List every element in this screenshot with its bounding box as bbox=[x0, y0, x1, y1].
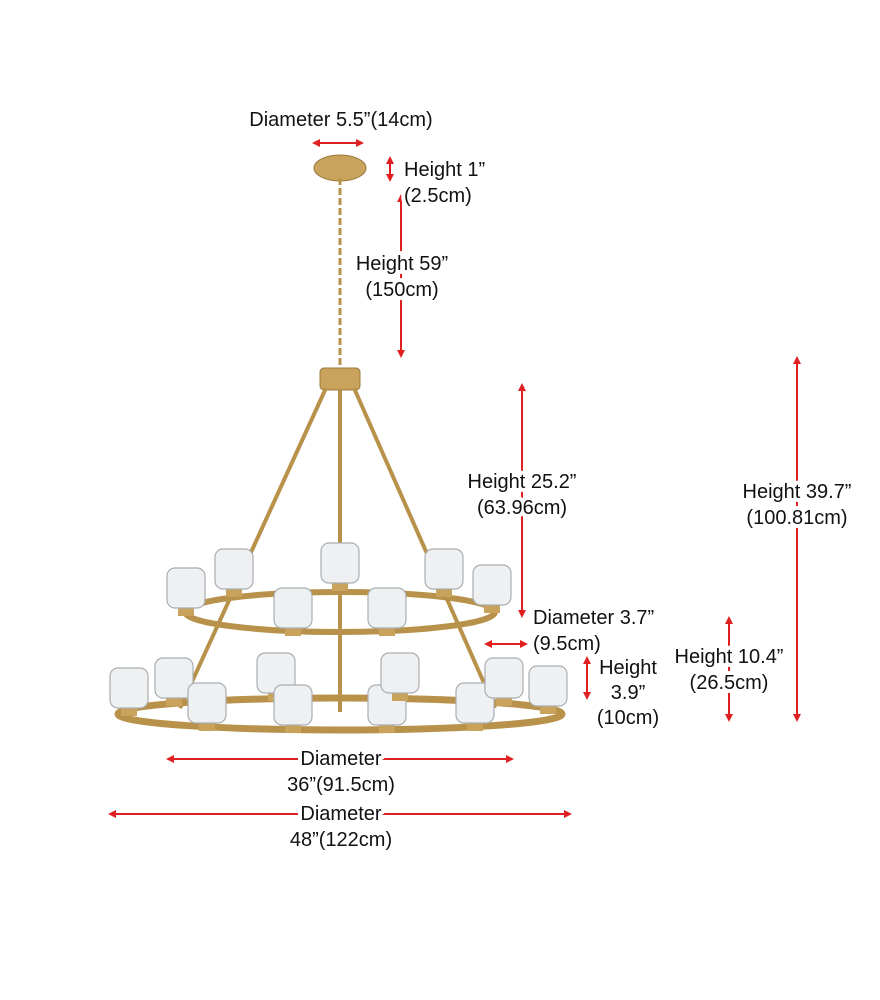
body-height-metric: (63.96cm) bbox=[477, 497, 567, 519]
total-height-metric: (100.81cm) bbox=[746, 507, 847, 529]
total-height-label: Height 39.7” bbox=[743, 481, 852, 503]
shade-cup bbox=[392, 691, 408, 701]
glass-shade bbox=[320, 542, 360, 584]
shade-cup bbox=[285, 626, 301, 636]
canopy-height-metric: (2.5cm) bbox=[404, 185, 472, 207]
glass-shade bbox=[109, 667, 149, 709]
glass-shade bbox=[154, 657, 194, 699]
shade-cup bbox=[379, 723, 395, 733]
glass-shade bbox=[528, 665, 568, 707]
dimension-arrows bbox=[108, 139, 801, 818]
shade-height-metric: (10cm) bbox=[597, 707, 659, 729]
glass-shade bbox=[273, 587, 313, 629]
shade-cup bbox=[436, 587, 452, 597]
glass-shade bbox=[273, 684, 313, 726]
shade-diameter-label: Diameter 3.7” bbox=[533, 607, 654, 629]
shade-cup bbox=[285, 723, 301, 733]
canopy-diameter-label: Diameter 5.5”(14cm) bbox=[249, 109, 432, 131]
glass-shade bbox=[472, 564, 512, 606]
shade-cup bbox=[332, 581, 348, 591]
glass-shade bbox=[484, 657, 524, 699]
shade-cup bbox=[467, 721, 483, 731]
shade-cup bbox=[484, 603, 500, 613]
body-height-label: Height 25.2” bbox=[468, 471, 577, 493]
shade-cup bbox=[379, 626, 395, 636]
shade-cup bbox=[540, 704, 556, 714]
upper-ring-diameter-value: 36”(91.5cm) bbox=[287, 774, 395, 796]
glass-shade bbox=[166, 567, 206, 609]
lower-ring bbox=[114, 694, 566, 734]
shade-cup bbox=[226, 587, 242, 597]
chain-height-metric: (150cm) bbox=[365, 279, 438, 301]
chain-height-label: Height 59” bbox=[356, 253, 448, 275]
glass-shade bbox=[367, 587, 407, 629]
upper-ring-diameter-label: Diameter bbox=[300, 748, 381, 770]
lower-ring-diameter-label: Diameter bbox=[300, 803, 381, 825]
glass-shade bbox=[214, 548, 254, 590]
glass-shade bbox=[424, 548, 464, 590]
tier-height-label: Height 10.4” bbox=[675, 646, 784, 668]
shade-cup bbox=[121, 706, 137, 716]
hub bbox=[319, 367, 361, 391]
glass-shade bbox=[455, 682, 495, 724]
canopy-height-label: Height 1” bbox=[404, 159, 485, 181]
canopy bbox=[313, 154, 367, 182]
lower-ring-diameter-value: 48”(122cm) bbox=[290, 829, 392, 851]
shade-height-label: Height bbox=[599, 657, 657, 679]
shade-cup bbox=[199, 721, 215, 731]
glass-shades bbox=[109, 542, 568, 733]
chandelier-illustration bbox=[109, 154, 568, 734]
glass-shade bbox=[380, 652, 420, 694]
shade-cup bbox=[166, 696, 182, 706]
dimension-labels: Diameter 5.5”(14cm) Height 1” (2.5cm) He… bbox=[245, 105, 855, 855]
shade-cup bbox=[178, 606, 194, 616]
glass-shade bbox=[187, 682, 227, 724]
shade-height-value: 3.9” bbox=[611, 682, 645, 704]
shade-diameter-metric: (9.5cm) bbox=[533, 633, 601, 655]
tier-height-metric: (26.5cm) bbox=[690, 672, 769, 694]
shade-cup bbox=[496, 696, 512, 706]
